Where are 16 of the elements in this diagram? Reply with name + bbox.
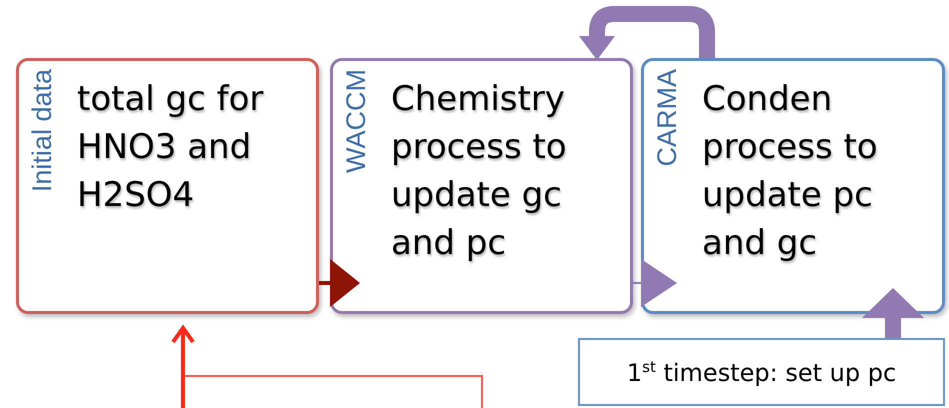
arrow bbox=[633, 259, 677, 307]
note-box bbox=[578, 338, 945, 406]
process-box bbox=[641, 58, 945, 314]
arrow bbox=[171, 326, 195, 408]
arrow bbox=[319, 259, 360, 307]
process-box bbox=[16, 58, 319, 314]
arrow bbox=[579, 6, 715, 60]
process-text: Conden process to update pc and gc bbox=[702, 78, 879, 265]
side-label: WACCM bbox=[341, 69, 372, 173]
process-text: total gc for HNO3 and H2SO4 bbox=[77, 78, 264, 217]
process-text: Chemistry process to update gc and pc bbox=[391, 78, 568, 265]
note-text: 1$^{st}$ timestep: set up pc bbox=[626, 358, 896, 386]
side-label: CARMA bbox=[652, 69, 683, 167]
arrow bbox=[862, 288, 924, 338]
process-box bbox=[330, 58, 633, 314]
side-label: Initial data bbox=[27, 69, 58, 192]
